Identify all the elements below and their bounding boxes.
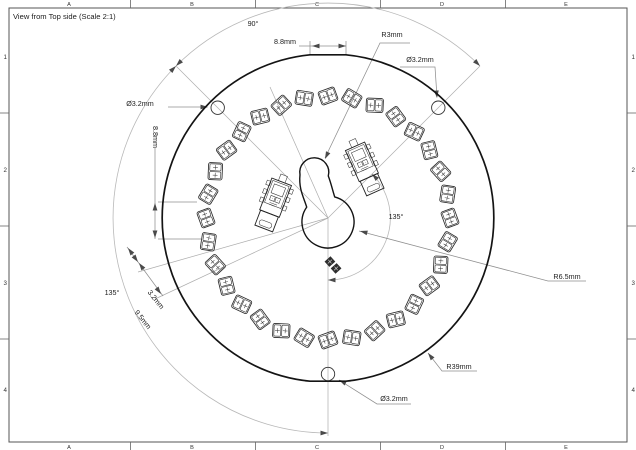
led-footprint [342,329,362,347]
small-part-center [324,256,342,274]
angle-135-left-label: 135° [105,288,120,297]
dim-3-2-diag-label: 3.2mm [146,288,167,311]
led-footprint [198,183,219,205]
zone-row-right-1: 1 [632,54,636,61]
led-footprint [199,232,217,252]
construction-lines [137,65,481,436]
led-footprint [317,86,339,106]
dim-8-8-top-label: 8.8mm [274,37,296,46]
led-footprint [270,94,292,116]
arc-135deg-inner [327,173,391,281]
sheet-frame [8,7,628,443]
zone-row-right-2: 2 [632,167,636,174]
zone-col-bottom-D: D [440,445,444,450]
zone-col-bottom-B: B [190,445,194,450]
led-footprint [432,255,449,274]
led-footprint [196,207,216,229]
zone-col-top-C: C [315,2,319,8]
mounting-hole-bottom [320,366,336,382]
ic-right [343,138,385,197]
leader-r6-5 [358,230,586,282]
leader-r39 [427,352,477,372]
zone-col-bottom-E: E [564,445,568,450]
leader-dia-bottom [338,379,411,405]
led-footprint [385,310,406,329]
angle-90-label: 90° [248,19,259,28]
radius-r39-label: R39mm [446,362,471,371]
mounting-hole-topright [431,100,446,115]
led-footprint [231,294,253,315]
led-footprint [217,275,236,296]
zone-col-bottom-A: A [67,445,71,450]
led-footprint [420,140,439,161]
led-footprint [215,139,238,161]
zone-row-left-4: 4 [4,387,8,394]
led-footprint [250,107,271,126]
zone-row-right-4: 4 [632,387,636,394]
led-footprint [207,162,224,181]
led-footprint [385,105,407,128]
led-footprint [437,231,458,253]
view-title: View from Top side (Scale 2:1) [13,12,116,21]
led-footprint [272,322,291,339]
dimension-arrows [128,43,480,436]
mounting-hole-topleft [210,100,225,115]
dim-8-8-left-label: 8.8mm [151,126,160,148]
zone-row-right-3: 3 [632,280,636,287]
led-footprint [430,160,452,182]
mounting-holes [210,100,446,382]
zone-col-top-E: E [564,2,568,8]
board-outline [161,53,495,383]
led-footprint [317,330,339,350]
dimension-arcs [112,2,481,434]
annotation-labels: 90°8.8mmR3mmØ3.2mmØ3.2mm8.8mm135°135°3.2… [105,19,581,403]
led-footprint [249,308,271,331]
zone-col-top-D: D [440,2,444,8]
led-footprint [418,275,441,297]
ic-left [254,173,294,233]
led-footprint [404,293,425,315]
led-footprint [440,207,460,229]
zone-col-top-A: A [67,2,71,8]
dia-3-2-bottom-label: Ø3.2mm [380,394,408,403]
led-footprint [294,89,314,107]
led-footprint [364,320,386,342]
zone-col-bottom-C: C [315,445,319,450]
zone-row-left-2: 2 [4,167,8,174]
arc-90deg [175,2,481,67]
led-footprint [204,254,226,276]
led-footprint [341,88,363,109]
arc-135deg-left [112,65,329,434]
led-footprint [439,184,457,204]
components [254,138,385,274]
center-keyhole-cutout [299,157,355,249]
radius-r3-label: R3mm [381,30,402,39]
led-footprint [403,121,425,142]
led-footprint [231,121,252,143]
angle-135-inner-label: 135° [389,212,404,221]
dia-3-2-left-label: Ø3.2mm [126,99,154,108]
led-ring [196,86,460,350]
zone-row-left-1: 1 [4,54,8,61]
zone-labels: A A B B C C D D E E 1 1 2 2 3 3 4 4 [4,2,636,450]
dia-3-2-topright-label: Ø3.2mm [406,55,434,64]
zone-col-top-B: B [190,2,194,8]
leader-dia-topright [400,66,438,98]
radius-r6-5-label: R6.5mm [553,272,580,281]
leader-r3 [324,42,410,159]
led-footprint [293,327,315,348]
dimension-lines [126,41,586,405]
zone-row-left-3: 3 [4,280,8,287]
led-footprint [365,97,384,114]
